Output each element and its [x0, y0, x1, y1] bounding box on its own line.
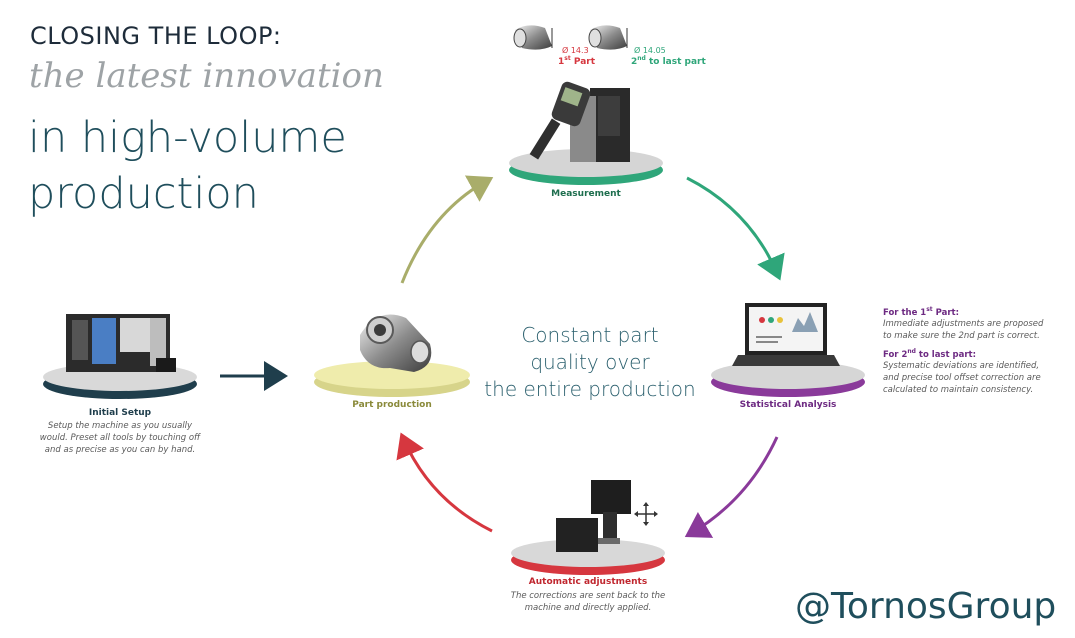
first-part-label-rest: Part [570, 57, 596, 67]
initial-setup-desc-1: Setup the machine as you usually [47, 421, 193, 431]
first-part-image [513, 25, 553, 50]
first-part-label: 1st Part [558, 55, 595, 67]
first-note-head-post: Part: [932, 307, 960, 318]
analysis-notes: For the 1st Part: Immediate adjustments … [883, 306, 1063, 396]
statistical-analysis-platform [711, 361, 865, 397]
initial-setup-desc-3: and as precise as you can by hand. [44, 445, 196, 455]
first-part-diameter: Ø 14.3 [562, 46, 589, 55]
first-part-note-body-1: Immediate adjustments are proposed [883, 318, 1044, 329]
center-line-2: quality over [530, 350, 650, 374]
arrow-analysis-to-adjustments [684, 436, 779, 538]
automatic-adjustments-label: Automatic adjustments [528, 577, 648, 587]
title-line-1: CLOSING THE LOOP: [30, 22, 282, 50]
initial-setup-desc-2: would. Preset all tools by touching off [39, 433, 201, 443]
first-part-label-sup: st [564, 55, 571, 62]
automatic-adjustments-platform [511, 539, 665, 575]
automatic-adjustments-desc-2: machine and directly applied. [524, 603, 652, 613]
last-part-label-num: 2 [631, 57, 638, 67]
second-note-head-pre: For 2 [883, 349, 908, 360]
automatic-adjustments-description: The corrections are sent back to the mac… [488, 590, 688, 614]
adjustment-machine-image [556, 480, 631, 552]
second-note-head-post: to last part: [915, 349, 976, 360]
brand-handle: @TornosGroup [795, 586, 1057, 627]
last-part-note-body-3: calculated to maintain consistency. [883, 384, 1034, 395]
last-part-label: 2nd to last part [631, 55, 706, 67]
move-arrows-icon [634, 502, 658, 526]
center-line-3: the entire production [484, 377, 696, 401]
machined-part-image [360, 314, 432, 372]
last-part-image [588, 25, 628, 50]
cnc-machine-image [66, 314, 176, 372]
title-line-3: in high-volume production [28, 110, 347, 222]
center-line-1: Constant part [521, 323, 659, 347]
arrow-measurement-to-analysis [686, 176, 785, 281]
initial-setup-description: Setup the machine as you usually would. … [30, 420, 210, 456]
last-part-diameter: Ø 14.05 [634, 46, 666, 55]
part-production-label: Part production [352, 400, 432, 410]
first-part-note-body-2: to make sure the 2nd part is correct. [883, 330, 1040, 341]
last-part-note-body-2: and precise tool offset correction are [883, 372, 1041, 383]
last-part-label-sup: nd [637, 55, 646, 62]
part-production-platform [314, 361, 470, 397]
center-statement: Constant part quality over the entire pr… [470, 322, 710, 403]
second-note-head-sup: nd [907, 347, 916, 355]
last-part-label-rest: to last part [645, 57, 706, 67]
arrow-production-to-measurement [400, 175, 494, 284]
first-part-label-num: 1 [558, 57, 565, 67]
measuring-device-image [529, 81, 630, 162]
title-line-2: the latest innovation [29, 56, 384, 96]
statistical-analysis-label: Statistical Analysis [739, 400, 837, 410]
title-line-3a: in high-volume [28, 113, 347, 163]
measurement-label: Measurement [551, 189, 621, 199]
automatic-adjustments-desc-1: The corrections are sent back to the [510, 591, 666, 601]
arrow-adjustments-to-production [396, 432, 493, 533]
last-part-note-body-1: Systematic deviations are identified, [883, 360, 1040, 371]
last-part-note-heading: For 2nd to last part: [883, 348, 1063, 360]
first-note-head-sup: st [926, 306, 933, 313]
laptop-image [732, 303, 840, 366]
title-line-3b: production [28, 169, 259, 219]
first-note-head-pre: For the 1 [883, 307, 927, 318]
initial-setup-label: Initial Setup [88, 408, 152, 418]
first-part-note-heading: For the 1st Part: [883, 306, 1063, 318]
